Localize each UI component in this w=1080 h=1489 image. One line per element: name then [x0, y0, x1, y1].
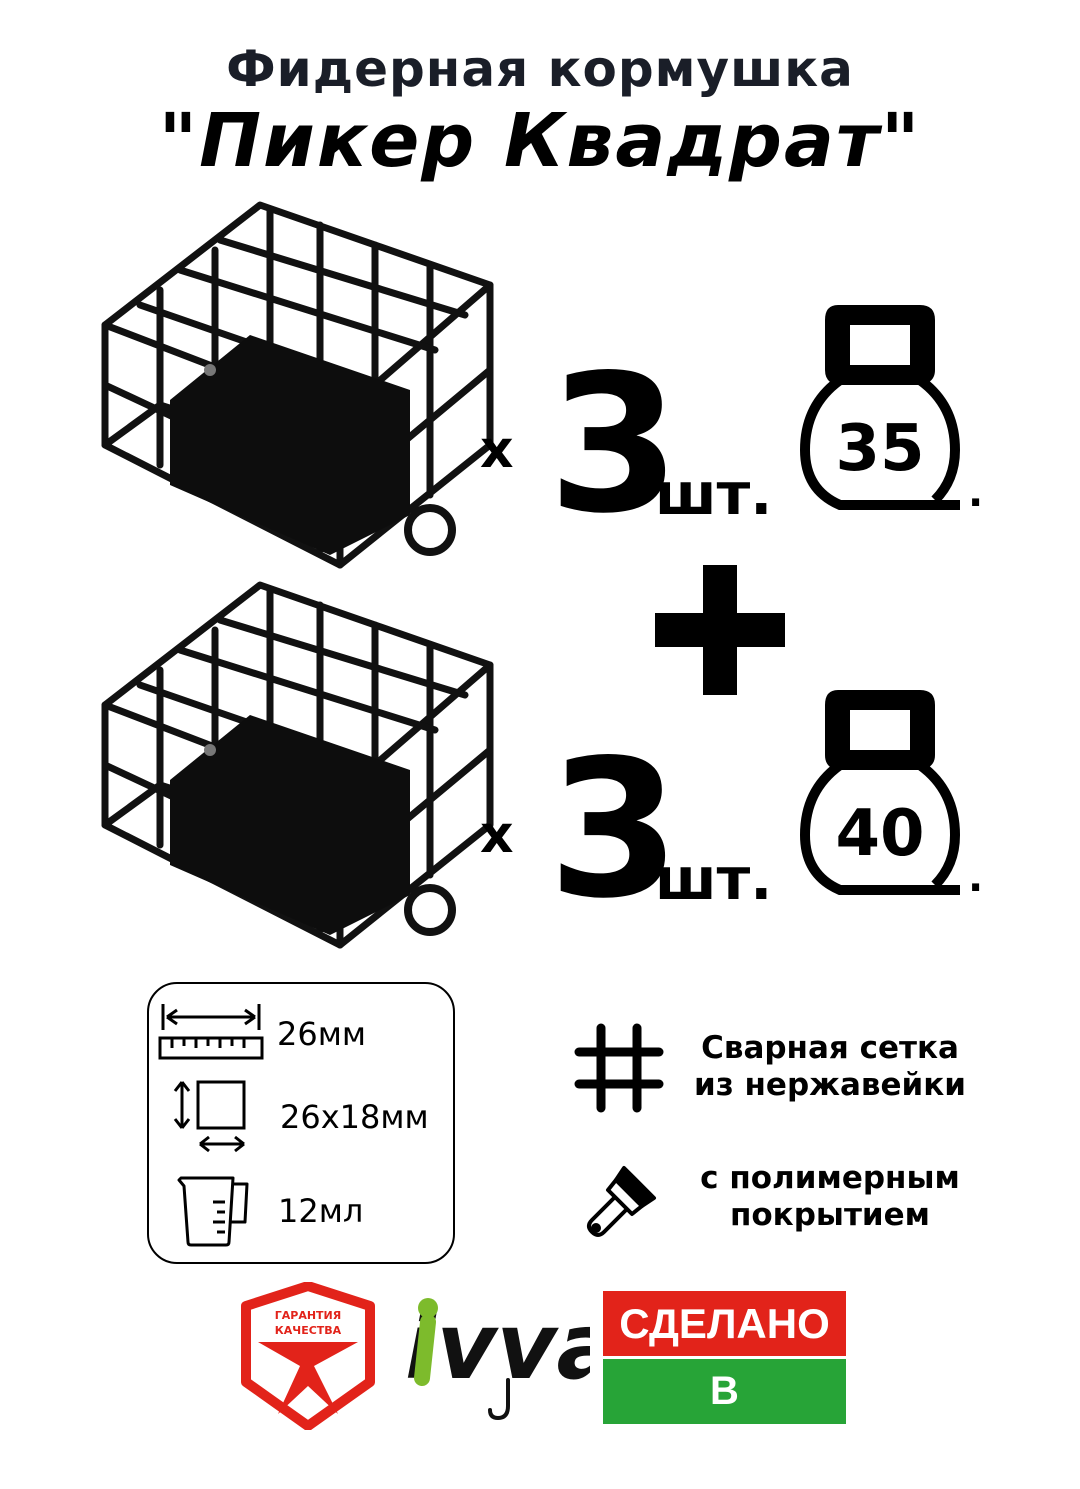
kettlebell-icon-1: 35	[800, 305, 961, 510]
feature-mesh-line-1: Сварная сетка	[701, 1030, 959, 1066]
spec-volume-value: 12мл	[278, 1192, 364, 1230]
feature-coating-line-1: с полимерным	[700, 1160, 960, 1196]
quantity-1: 3	[548, 334, 681, 555]
title-line-1: Фидерная кормушка	[226, 40, 854, 98]
feature-mesh-line-2: из нержавейки	[693, 1066, 967, 1103]
made-in-label: СДЕЛАНО	[603, 1291, 846, 1356]
paint-brush-icon	[587, 1166, 656, 1237]
feeder-cage-image-2	[101, 581, 494, 949]
grid-hash-icon	[574, 1023, 664, 1113]
unit-2: шт.	[655, 845, 773, 913]
quality-line-1: ГАРАНТИЯ	[275, 1309, 341, 1322]
ruler-icon	[158, 1004, 264, 1060]
made-in-country: В БЕЛАРУСИ	[603, 1359, 846, 1478]
feature-coating-line-2: покрытием	[729, 1196, 931, 1233]
suffix-1: .	[968, 470, 984, 516]
spec-size-value: 26х18мм	[280, 1098, 429, 1136]
specs-box	[147, 982, 455, 1264]
quantity-2: 3	[548, 719, 681, 940]
unit-1: шт.	[655, 460, 773, 528]
quality-guarantee-badge: ГАРАНТИЯ КАЧЕСТВА	[241, 1282, 375, 1430]
weight-2: 40	[835, 797, 924, 871]
weight-1: 35	[835, 412, 924, 486]
quality-line-2: КАЧЕСТВА	[275, 1324, 342, 1337]
spec-length-value: 26мм	[277, 1015, 366, 1053]
multiplier-sign-1: x	[480, 420, 514, 480]
plus-icon	[655, 565, 785, 695]
measuring-cup-icon	[177, 1176, 249, 1247]
kettlebell-icon-2: 40	[800, 690, 961, 895]
feature-mesh: Сварная сетка из нержавейки	[670, 1030, 990, 1103]
dimensions-icon	[173, 1080, 246, 1153]
suffix-2: .	[968, 855, 984, 901]
feeder-cage-image-1	[101, 201, 494, 569]
feature-coating: с полимерным покрытием	[670, 1160, 990, 1233]
brand-logo: ivva	[405, 1293, 590, 1421]
title-line-2: "Пикер Квадрат"	[158, 98, 922, 184]
multiplier-sign-2: x	[480, 805, 514, 865]
